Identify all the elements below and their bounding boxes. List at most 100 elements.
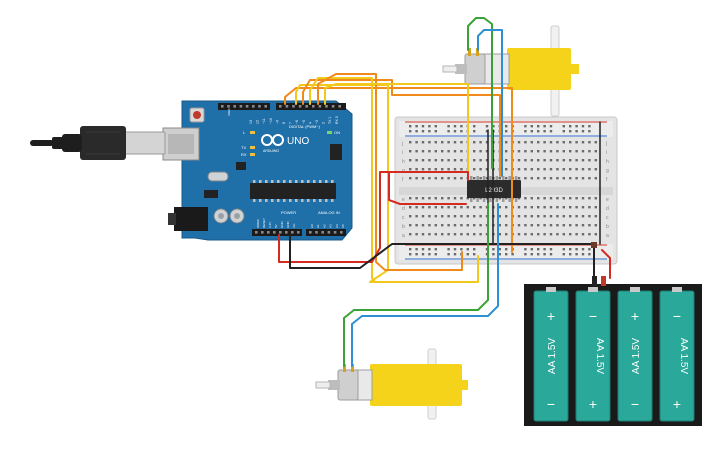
breadboard-hole[interactable] <box>415 224 418 227</box>
breadboard-hole[interactable] <box>549 150 553 153</box>
breadboard-hole[interactable] <box>517 141 521 144</box>
breadboard-hole[interactable] <box>530 168 533 171</box>
breadboard-hole[interactable] <box>505 159 508 162</box>
breadboard-hole[interactable] <box>524 233 527 236</box>
rail-hole[interactable] <box>460 125 463 128</box>
rail-hole[interactable] <box>473 130 476 133</box>
breadboard-hole[interactable] <box>543 150 546 153</box>
breadboard-hole[interactable] <box>460 233 463 236</box>
breadboard-hole[interactable] <box>517 215 521 218</box>
breadboard-hole[interactable] <box>581 141 585 144</box>
breadboard-hole[interactable] <box>421 197 425 200</box>
breadboard-hole[interactable] <box>524 168 527 171</box>
breadboard-hole[interactable] <box>434 141 437 144</box>
breadboard-hole[interactable] <box>428 215 431 218</box>
wire-orange[interactable] <box>302 79 501 177</box>
breadboard-hole[interactable] <box>562 150 565 153</box>
breadboard-hole[interactable] <box>505 206 508 209</box>
breadboard-hole[interactable] <box>479 224 482 227</box>
breadboard-hole[interactable] <box>498 224 501 227</box>
breadboard-hole[interactable] <box>549 197 553 200</box>
rail-hole[interactable] <box>415 130 418 133</box>
breadboard-hole[interactable] <box>556 206 559 209</box>
rail-hole[interactable] <box>409 125 412 128</box>
breadboard-hole[interactable] <box>549 177 553 180</box>
rail-hole[interactable] <box>581 130 585 133</box>
breadboard-hole[interactable] <box>549 141 553 144</box>
breadboard-hole[interactable] <box>569 233 572 236</box>
breadboard-hole[interactable] <box>575 159 578 162</box>
breadboard-hole[interactable] <box>428 159 431 162</box>
breadboard-hole[interactable] <box>498 177 501 180</box>
wire-yellow[interactable] <box>324 83 469 179</box>
breadboard-hole[interactable] <box>421 159 425 162</box>
rail-hole[interactable] <box>588 125 591 128</box>
breadboard-hole[interactable] <box>524 197 527 200</box>
rail-hole[interactable] <box>505 125 508 128</box>
breadboard-hole[interactable] <box>594 206 597 209</box>
rail-hole[interactable] <box>549 253 553 256</box>
wire-green[interactable] <box>467 17 493 169</box>
breadboard-hole[interactable] <box>479 150 482 153</box>
breadboard-hole[interactable] <box>543 141 546 144</box>
rail-hole[interactable] <box>505 248 508 251</box>
rail-hole[interactable] <box>569 248 572 251</box>
rail-hole[interactable] <box>492 125 495 128</box>
breadboard-hole[interactable] <box>562 177 565 180</box>
breadboard-hole[interactable] <box>447 168 450 171</box>
breadboard-hole[interactable] <box>537 206 540 209</box>
rail-hole[interactable] <box>473 125 476 128</box>
rail-hole[interactable] <box>415 125 418 128</box>
usb-cable-icon[interactable] <box>30 126 166 160</box>
breadboard-hole[interactable] <box>441 150 444 153</box>
breadboard-hole[interactable] <box>569 150 572 153</box>
digital-header-high[interactable] <box>276 103 346 110</box>
breadboard-hole[interactable] <box>409 141 412 144</box>
breadboard-hole[interactable] <box>581 150 585 153</box>
breadboard-hole[interactable] <box>453 168 457 171</box>
breadboard-hole[interactable] <box>505 233 508 236</box>
rail-hole[interactable] <box>473 253 476 256</box>
breadboard-hole[interactable] <box>530 159 533 162</box>
rail-hole[interactable] <box>409 130 412 133</box>
breadboard-hole[interactable] <box>594 159 597 162</box>
breadboard-hole[interactable] <box>460 177 463 180</box>
wire-orange[interactable] <box>284 87 513 253</box>
breadboard-hole[interactable] <box>447 150 450 153</box>
power-header[interactable] <box>252 229 302 236</box>
breadboard-hole[interactable] <box>421 215 425 218</box>
breadboard-hole[interactable] <box>562 141 565 144</box>
breadboard-hole[interactable] <box>466 206 469 209</box>
breadboard-hole[interactable] <box>543 197 546 200</box>
breadboard-hole[interactable] <box>421 206 425 209</box>
breadboard-hole[interactable] <box>575 168 578 171</box>
breadboard-hole[interactable] <box>485 177 489 180</box>
breadboard-hole[interactable] <box>562 206 565 209</box>
breadboard-hole[interactable] <box>588 159 591 162</box>
wire-blue[interactable] <box>477 29 503 177</box>
breadboard-hole[interactable] <box>588 141 591 144</box>
rail-hole[interactable] <box>492 248 495 251</box>
breadboard-hole[interactable] <box>594 224 597 227</box>
breadboard-hole[interactable] <box>581 215 585 218</box>
breadboard-hole[interactable] <box>453 197 457 200</box>
breadboard-hole[interactable] <box>441 177 444 180</box>
rail-hole[interactable] <box>421 248 425 251</box>
rail-hole[interactable] <box>453 130 457 133</box>
rail-hole[interactable] <box>524 253 527 256</box>
rail-hole[interactable] <box>588 248 591 251</box>
breadboard-hole[interactable] <box>479 206 482 209</box>
breadboard-hole[interactable] <box>421 141 425 144</box>
wire-green[interactable] <box>343 203 489 367</box>
breadboard-hole[interactable] <box>562 197 565 200</box>
breadboard-hole[interactable] <box>581 168 585 171</box>
breadboard-hole[interactable] <box>421 233 425 236</box>
breadboard-hole[interactable] <box>409 150 412 153</box>
breadboard-hole[interactable] <box>594 215 597 218</box>
breadboard-hole[interactable] <box>588 224 591 227</box>
breadboard-hole[interactable] <box>581 159 585 162</box>
rail-hole[interactable] <box>549 248 553 251</box>
breadboard-hole[interactable] <box>537 168 540 171</box>
breadboard-hole[interactable] <box>556 233 559 236</box>
